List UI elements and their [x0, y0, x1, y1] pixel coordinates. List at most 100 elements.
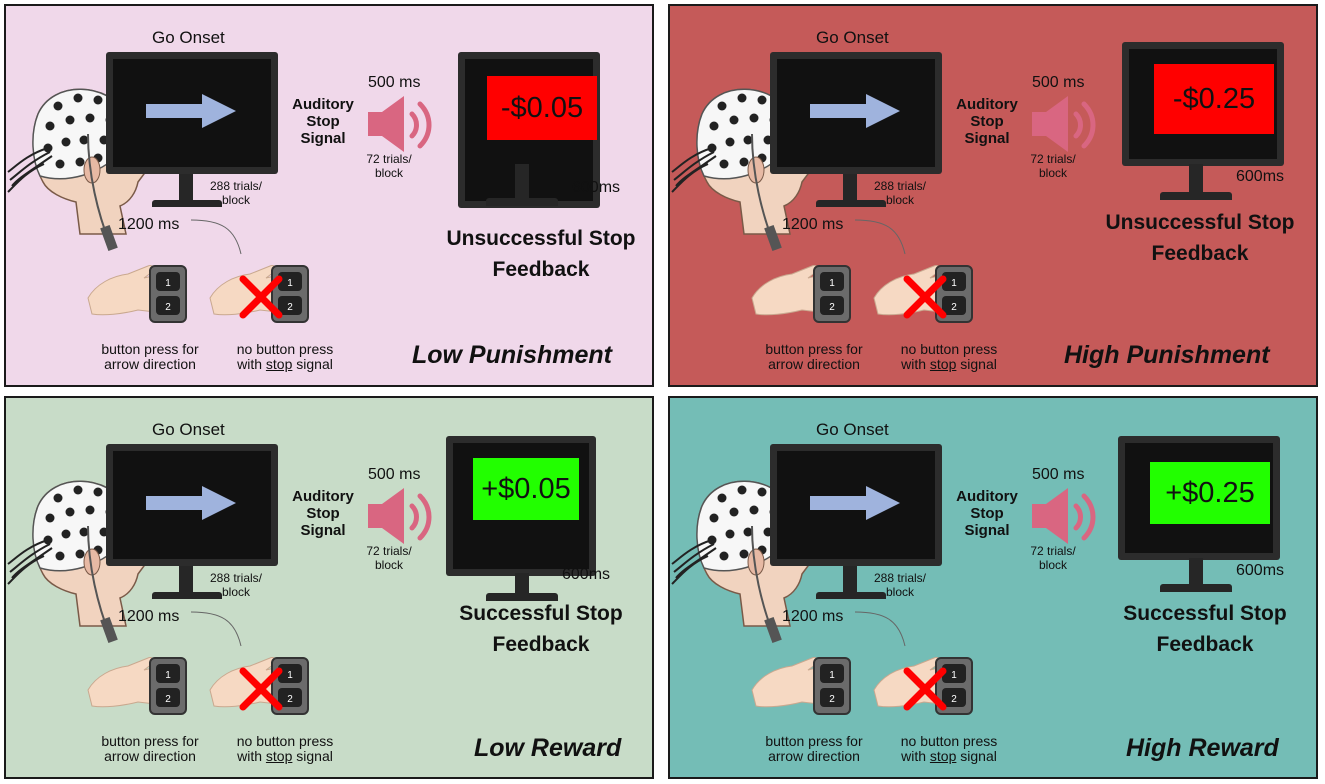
feedback-duration-label: 600ms	[1236, 562, 1285, 579]
button-press-caption: button press for arrow direction	[101, 733, 199, 764]
svg-text:1: 1	[165, 670, 171, 681]
condition-label: High Reward	[1126, 734, 1279, 762]
speaker-icon	[1032, 488, 1096, 544]
svg-text:1: 1	[165, 278, 171, 289]
stop-signal-duration-label: 500 ms	[368, 466, 421, 483]
feedback-title: Unsuccessful Stop Feedback	[446, 227, 636, 281]
feedback-value-display: -$0.25	[1154, 64, 1274, 134]
feedback-value-display: -$0.05	[487, 76, 597, 140]
response-window-label: 1200 ms	[118, 608, 180, 625]
response-window-label: 1200 ms	[118, 216, 180, 233]
no-button-press-caption: no button press with stop signal	[900, 341, 998, 372]
svg-text:2: 2	[287, 694, 293, 705]
speaker-icon	[1032, 96, 1096, 152]
svg-text:1: 1	[829, 670, 835, 681]
feedback-title: Unsuccessful Stop Feedback	[1105, 211, 1295, 265]
stop-signal-duration-label: 500 ms	[1032, 466, 1085, 483]
hand-button-press-icon: 1 2	[87, 265, 187, 323]
go-monitor-base	[816, 592, 886, 599]
go-monitor-base	[152, 200, 222, 207]
response-window-label: 1200 ms	[782, 608, 844, 625]
feedback-value-display: +$0.05	[473, 458, 579, 520]
red-x-icon	[903, 667, 947, 711]
auditory-stop-signal-label: Auditory Stop Signal	[956, 488, 1018, 539]
go-monitor-base	[152, 592, 222, 599]
response-window-label: 1200 ms	[782, 216, 844, 233]
svg-text:2: 2	[951, 694, 957, 705]
feedback-monitor-base	[1160, 584, 1232, 592]
auditory-stop-signal-label: Auditory Stop Signal	[956, 96, 1018, 147]
cable-line	[190, 611, 242, 647]
go-monitor-base	[816, 200, 886, 207]
svg-text:1: 1	[829, 278, 835, 289]
stop-trials-label: 72 trials/block	[1030, 544, 1076, 572]
go-monitor-stand	[179, 566, 193, 594]
feedback-title: Successful Stop Feedback	[1123, 602, 1287, 656]
no-button-press-caption: no button press with stop signal	[900, 733, 998, 764]
go-trials-label: 288 trials/block	[209, 571, 263, 599]
feedback-monitor-stand	[1189, 164, 1203, 194]
no-button-press-caption: no button press with stop signal	[236, 733, 334, 764]
stop-trials-label: 72 trials/block	[366, 152, 412, 180]
auditory-stop-signal-label: Auditory Stop Signal	[292, 488, 354, 539]
button-press-caption: button press for arrow direction	[765, 733, 863, 764]
go-onset-label: Go Onset	[816, 28, 889, 47]
button-press-caption: button press for arrow direction	[765, 341, 863, 372]
feedback-monitor-stand	[1189, 558, 1203, 584]
condition-panel-high-punishment: Go Onset 288 trials/block 1200 ms Audito…	[668, 4, 1318, 387]
go-trials-label: 288 trials/block	[873, 179, 927, 207]
right-arrow-icon	[810, 486, 900, 520]
right-arrow-icon	[146, 486, 236, 520]
svg-text:2: 2	[829, 302, 835, 313]
speaker-icon	[368, 488, 432, 544]
right-arrow-icon	[810, 94, 900, 128]
speaker-icon	[368, 96, 432, 152]
feedback-monitor-base	[486, 198, 558, 206]
stop-trials-label: 72 trials/block	[1030, 152, 1076, 180]
hand-button-press-icon: 1 2	[751, 265, 851, 323]
feedback-monitor-base	[486, 593, 558, 601]
auditory-stop-signal-label: Auditory Stop Signal	[292, 96, 354, 147]
condition-label: High Punishment	[1064, 341, 1270, 369]
svg-text:1: 1	[951, 278, 957, 289]
feedback-monitor-stand	[515, 164, 529, 200]
condition-panel-low-reward: Go Onset 288 trials/block 1200 ms Audito…	[4, 396, 654, 779]
svg-text:2: 2	[951, 302, 957, 313]
red-x-icon	[239, 667, 283, 711]
feedback-monitor-base	[1160, 192, 1232, 200]
feedback-duration-label: 600ms	[562, 566, 611, 583]
go-onset-label: Go Onset	[816, 420, 889, 439]
svg-text:1: 1	[287, 670, 293, 681]
cable-line	[854, 611, 906, 647]
svg-text:2: 2	[287, 302, 293, 313]
no-button-press-caption: no button press with stop signal	[236, 341, 334, 372]
cable-line	[854, 219, 906, 255]
feedback-monitor-stand	[515, 573, 529, 597]
svg-text:1: 1	[951, 670, 957, 681]
go-onset-label: Go Onset	[152, 28, 225, 47]
go-monitor-stand	[843, 566, 857, 594]
cable-line	[190, 219, 242, 255]
stop-trials-label: 72 trials/block	[366, 544, 412, 572]
go-monitor-stand	[179, 174, 193, 202]
feedback-duration-label: 600ms	[572, 179, 621, 196]
go-trials-label: 288 trials/block	[873, 571, 927, 599]
red-x-icon	[903, 275, 947, 319]
button-press-caption: button press for arrow direction	[101, 341, 199, 372]
hand-button-press-icon: 1 2	[751, 657, 851, 715]
feedback-duration-label: 600ms	[1236, 168, 1285, 185]
go-trials-label: 288 trials/block	[209, 179, 263, 207]
right-arrow-icon	[146, 94, 236, 128]
condition-label: Low Reward	[474, 734, 622, 762]
stop-signal-duration-label: 500 ms	[368, 74, 421, 91]
stop-signal-duration-label: 500 ms	[1032, 74, 1085, 91]
red-x-icon	[239, 275, 283, 319]
condition-panel-low-punishment: Go Onset 288 trials/block 1200 ms Audito…	[4, 4, 654, 387]
condition-label: Low Punishment	[412, 341, 612, 369]
svg-text:1: 1	[287, 278, 293, 289]
feedback-title: Successful Stop Feedback	[459, 602, 623, 656]
go-monitor-stand	[843, 174, 857, 202]
svg-text:2: 2	[165, 694, 171, 705]
feedback-value-display: +$0.25	[1150, 462, 1270, 524]
